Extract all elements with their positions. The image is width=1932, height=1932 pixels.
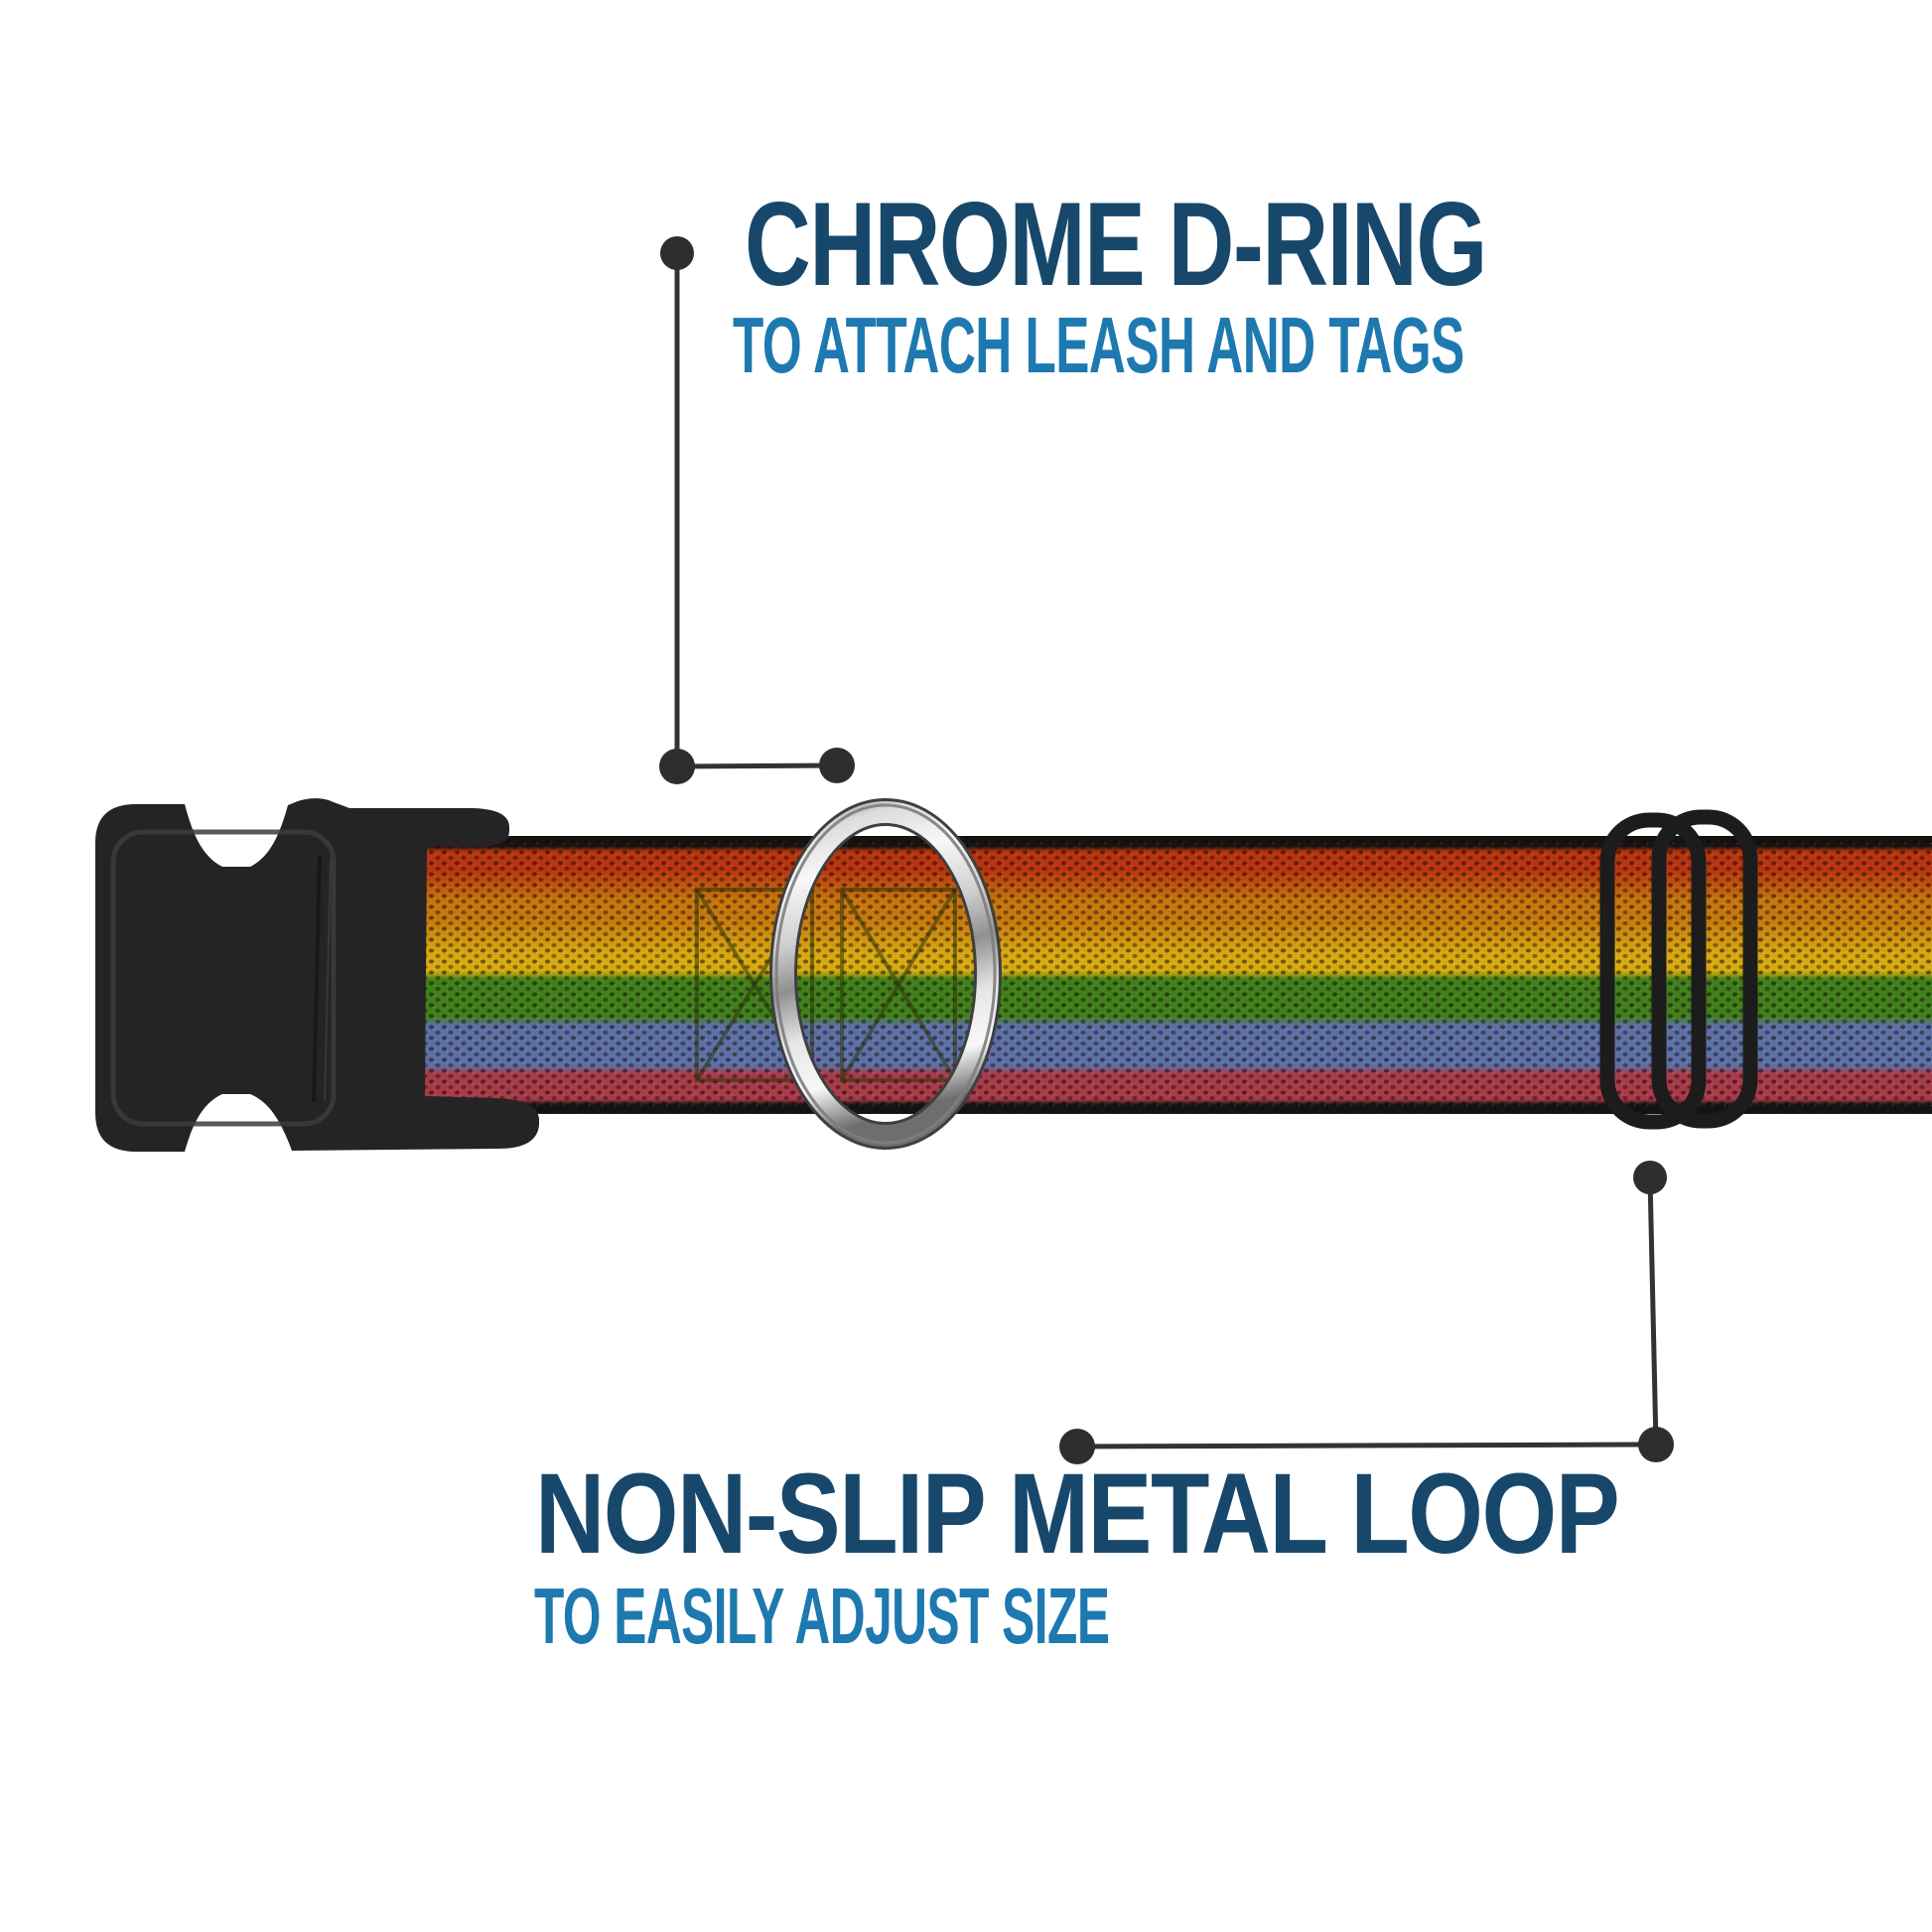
dring-callout-dot-target	[819, 748, 855, 783]
loop-callout-vline	[1647, 1176, 1659, 1446]
d-ring-chrome	[772, 801, 999, 1147]
collar-webbing	[399, 836, 1932, 1114]
loop-callout-dot-label	[1059, 1429, 1095, 1464]
stitch-box-right	[840, 888, 957, 1082]
loop-callout-dot-elbow	[1638, 1427, 1674, 1462]
side-release-buckle	[95, 798, 539, 1152]
d-ring-wire-seam	[774, 803, 997, 1145]
loop-callout-dot-target	[1633, 1161, 1667, 1194]
chrome-d-ring	[769, 798, 1002, 1150]
loop-callout-hline	[1076, 1442, 1657, 1449]
buckle-seam	[312, 855, 322, 1103]
webbing-weave-texture	[399, 836, 1932, 1114]
loop-subtitle: TO EASILY ADJUST SIZE	[534, 1572, 1110, 1660]
buckle-seam-highlight	[324, 857, 332, 1101]
buckle-molding-highlight	[110, 829, 337, 1127]
dring-callout-hline	[676, 762, 838, 769]
slider-left-window	[1599, 812, 1707, 1130]
dring-callout-dot-label	[660, 236, 694, 270]
metal-slider-loop	[1599, 809, 1758, 1130]
dring-subtitle: TO ATTACH LEASH AND TAGS	[733, 301, 1464, 389]
slider-right-window	[1651, 809, 1758, 1129]
dring-title: CHROME D-RING	[745, 178, 1487, 311]
loop-callout	[1059, 1161, 1674, 1464]
loop-title: NON-SLIP METAL LOOP	[535, 1450, 1620, 1578]
dring-callout	[659, 236, 855, 784]
dring-callout-dot-elbow	[659, 749, 695, 784]
